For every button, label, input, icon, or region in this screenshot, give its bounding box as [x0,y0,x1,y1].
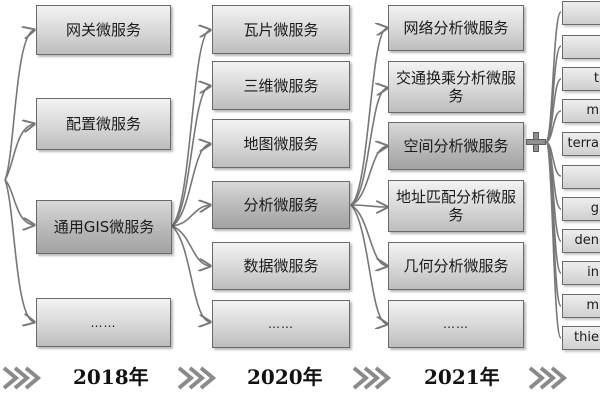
node-2020-3-label: 地图微服务 [243,134,319,153]
node-right-8-label: den [574,233,600,248]
node-2018-4-label: …… [90,315,117,330]
node-right-9-label: in [587,265,599,280]
node-2021-2-label: 交通换乘分析微服务 [395,69,516,105]
branch-2018-2020-line-2 [171,86,210,227]
node-2021-6-label: …… [443,317,469,331]
branch-2020-2021-line-4 [350,205,387,207]
year-2020: 2020年 [247,365,323,389]
node-right-3: t [562,67,600,91]
node-2020-5: 数据微服务 [212,242,350,290]
branch-2020-2021-line-3 [350,146,387,206]
double-chevron-right-icon [0,364,46,392]
node-2018-2: 配置微服务 [36,98,171,150]
node-right-6 [562,165,600,189]
node-right-7-label: g [590,201,599,216]
left-branch-line-2 [4,124,34,181]
left-branch-line-3 [4,179,34,225]
branch-2018-2020-line-5 [171,225,210,266]
node-right-9: in [562,261,600,285]
node-2020-1-label: 瓦片微服务 [243,20,319,39]
right-branch-line-5 [545,110,562,143]
node-2020-4: 分析微服务 [212,181,350,229]
node-2020-4-label: 分析微服务 [243,196,319,214]
node-2020-2-label: 三维微服务 [243,76,319,95]
double-chevron-right-icon [350,364,396,392]
node-right-4-label: m [586,103,599,118]
branch-2018-2020-line-6 [171,225,210,322]
node-right-7: g [562,197,600,221]
node-2020-3: 地图微服务 [212,119,350,168]
node-2021-2: 交通换乘分析微服务 [388,61,524,113]
node-right-3-label: t [593,71,599,86]
node-2018-1-label: 网关微服务 [65,21,141,39]
node-2021-4: 地址匹配分析微服务 [388,180,524,232]
node-2020-6-label: …… [268,317,294,331]
right-branch-line-10 [545,141,562,307]
node-right-1 [562,1,600,25]
node-2021-1-label: 网络分析微服务 [403,19,509,37]
node-right-11: thie [562,326,600,350]
node-2020-2: 三维微服务 [212,61,350,110]
branch-2020-2021-line-1 [350,28,387,206]
node-2021-6: …… [388,300,524,348]
branch-2020-2021-line-5 [350,204,387,266]
plus-icon [526,132,546,152]
node-2018-4: …… [36,298,171,347]
double-chevron-right-icon [526,364,572,392]
node-2018-2-label: 配置微服务 [65,115,141,133]
node-right-5: terra [562,132,600,156]
node-2021-4-label: 地址匹配分析微服务 [395,188,516,224]
node-right-2 [562,35,600,59]
branch-2020-2021-line-2 [350,88,387,206]
node-right-10: m [562,294,600,318]
node-2018-1: 网关微服务 [36,5,171,55]
node-2020-1: 瓦片微服务 [212,5,350,54]
left-branch-line-4 [4,179,34,322]
branch-2020-2021-line-6 [350,204,387,324]
node-2021-3-label: 空间分析微服务 [403,137,509,155]
year-2021: 2021年 [424,365,500,389]
node-2018-3-label: 通用GIS微服务 [53,218,155,236]
node-2020-6: …… [212,300,350,348]
left-branch-line-1 [4,30,34,181]
node-right-10-label: m [586,298,599,313]
node-2021-1: 网络分析微服务 [388,5,524,51]
branch-2018-2020-line-3 [171,144,210,227]
node-2021-5: 几何分析微服务 [388,242,524,290]
branch-2018-2020-line-1 [171,30,210,227]
node-2021-3: 空间分析微服务 [388,122,524,170]
node-right-8: den [562,229,600,253]
node-right-11-label: thie [574,330,599,345]
double-chevron-right-icon [175,364,221,392]
node-right-4: m [562,99,600,123]
branch-2018-2020-line-4 [171,205,210,227]
node-2021-5-label: 几何分析微服务 [403,257,509,275]
node-2020-5-label: 数据微服务 [243,257,319,275]
node-2018-3: 通用GIS微服务 [36,200,172,254]
year-2018: 2018年 [73,365,149,389]
node-right-5-label: terra [567,136,599,151]
